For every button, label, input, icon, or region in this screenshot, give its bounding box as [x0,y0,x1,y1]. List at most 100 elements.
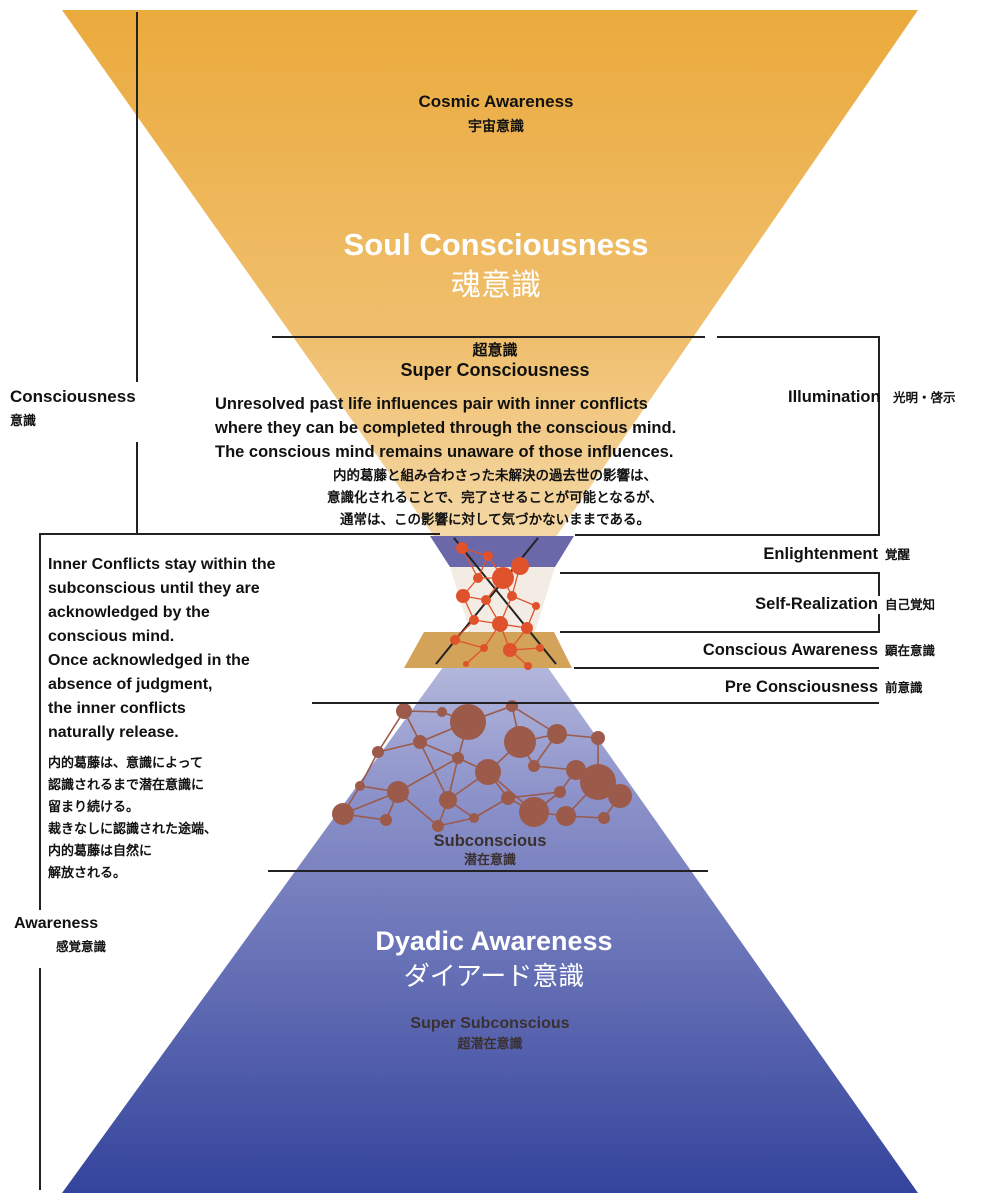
brown-link [419,741,449,801]
red-node [463,661,469,667]
super-desc-en-2: where they can be completed through the … [215,419,677,437]
brown-node [452,752,464,764]
brown-node [396,703,412,719]
brown-node [501,791,515,805]
upper-triangle [62,10,918,624]
dyadic-awareness-label: Dyadic Awareness [375,926,613,956]
red-node [536,644,544,652]
red-node [450,635,460,645]
super-consciousness-label: Super Consciousness [400,360,590,380]
brown-link [377,741,421,753]
red-node [524,662,532,670]
brown-node [432,820,444,832]
soul-consciousness-jp-label: 魂意識 [451,268,541,303]
consciousness-label: Consciousness [10,387,136,406]
brown-link [359,751,379,787]
inner-jp-1: 内的葛藤は、意識によって [48,756,203,771]
brown-node [380,814,392,826]
red-node [521,622,533,634]
soul-consciousness-label: Soul Consciousness [343,227,649,262]
brown-node [591,731,605,745]
cosmic-awareness-jp-label: 宇宙意識 [468,119,524,135]
super-subconscious-label: Super Subconscious [410,1015,570,1032]
inner-en-5: Once acknowledged in the [48,652,250,669]
inner-jp-4: 裁きなしに認識された途端、 [48,822,218,837]
illumination-label: Illumination [788,388,881,406]
hourglass-line-a [453,537,557,665]
enlightenment-jp-label: 覚醒 [885,547,911,562]
brown-node [475,759,501,785]
enlightenment-band [430,536,574,567]
brown-node [413,735,427,749]
brown-node [504,726,536,758]
inner-jp-3: 留まり続ける。 [48,800,140,815]
red-link [454,639,485,649]
super-desc-jp-3: 通常は、この影響に対して気づかないままである。 [340,512,650,528]
brown-link [377,710,405,753]
inner-en-6: absence of judgment, [48,676,213,693]
inner-jp-6: 解放される。 [48,866,127,881]
red-nodes [450,542,544,670]
red-node [469,615,479,625]
brown-nodes [332,700,632,832]
brown-node [519,797,549,827]
inner-en-2: subconscious until they are [48,580,260,597]
inner-jp-2: 認識されるまで潜在意識に [48,778,205,793]
brown-node [332,803,354,825]
illumination-jp-label: 光明・啓示 [893,390,956,405]
brown-node [387,781,409,803]
self-realization-bracket [560,614,880,633]
subconscious-label: Subconscious [433,832,547,850]
illumination-bracket [575,336,880,536]
brown-node [450,704,486,740]
inner-en-4: conscious mind. [48,628,175,645]
red-node [503,643,517,657]
subconscious-jp-label: 潜在意識 [463,853,516,868]
awareness-label: Awareness [14,915,99,932]
brown-node [566,760,586,780]
inner-jp-5: 内的葛藤は自然に [48,844,153,859]
brown-node [528,760,540,772]
red-node [532,602,540,610]
super-desc-en-1: Unresolved past life influences pair wit… [215,395,648,413]
brown-node [556,806,576,826]
conscious-awareness-jp-label: 顕在意識 [885,643,936,658]
brown-node [598,812,610,824]
awareness-bracket [39,533,440,910]
brown-node [372,746,384,758]
red-node [473,573,483,583]
enlightenment-bracket [560,572,880,596]
red-link [465,647,485,665]
consciousness-jp-label: 意識 [10,414,37,429]
dyadic-awareness-jp-label: ダイアード意識 [403,962,585,992]
lower-triangle [62,594,918,1193]
red-node [456,589,470,603]
brown-node [437,707,447,717]
brown-node [439,791,457,809]
pre-consciousness-jp-label: 前意識 [885,680,923,695]
inner-en-8: naturally release. [48,724,179,741]
inner-en-1: Inner Conflicts stay within the [48,556,276,573]
red-node [511,557,529,575]
red-node [456,542,468,554]
red-node [492,616,508,632]
red-node [483,551,493,561]
self-realization-label: Self-Realization [755,595,878,613]
conscious-awareness-label: Conscious Awareness [702,641,878,659]
self-realization-jp-label: 自己覚知 [885,597,936,612]
brown-link [397,757,459,793]
brown-node [506,700,518,712]
cosmic-awareness-label: Cosmic Awareness [418,92,574,111]
super-desc-jp-2: 意識化されることで、完了させることが可能となるが、 [327,490,663,506]
pre-consciousness-label: Pre Consciousness [724,678,878,696]
brown-node [554,786,566,798]
brown-node [355,781,365,791]
red-node [507,591,517,601]
super-subconscious-jp-label: 超潜在意識 [457,1037,523,1052]
inner-en-3: acknowledged by the [48,604,210,621]
brown-node [547,724,567,744]
red-node [481,595,491,605]
super-consciousness-jp-label: 超意識 [472,341,518,359]
enlightenment-label: Enlightenment [763,545,878,563]
